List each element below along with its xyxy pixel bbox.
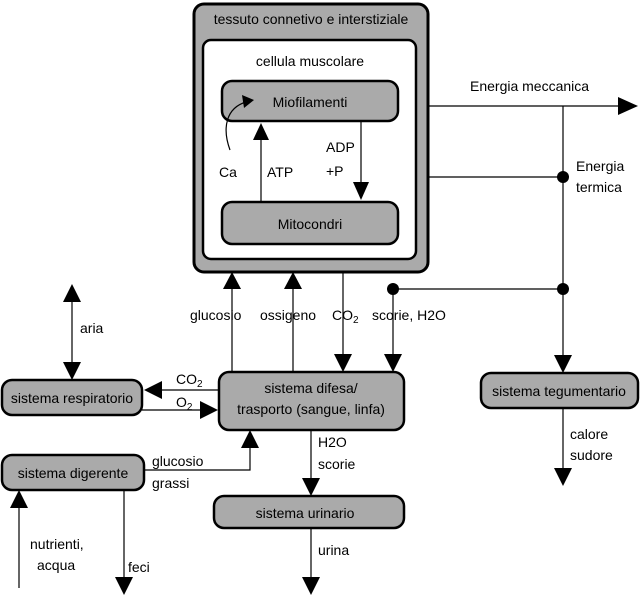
- to-integumentary-arrow: [554, 355, 572, 373]
- integumentary-box: [479, 371, 640, 410]
- tissue-label: tessuto connetivo e interstiziale: [214, 11, 409, 27]
- urinary-waste-label: scorie: [318, 456, 356, 472]
- mitochondria-box: [220, 200, 400, 246]
- thermal-junction-dot: [557, 171, 569, 183]
- cell-label: cellula muscolare: [256, 53, 364, 69]
- resp-co2-label: CO2: [176, 371, 203, 390]
- resp-co2-arrow: [144, 381, 219, 399]
- atp-label: ATP: [267, 164, 293, 180]
- calcium-label: Ca: [219, 164, 237, 180]
- sweat-label: sudore: [570, 447, 613, 463]
- nutrients-label-1: nutrienti,: [30, 536, 84, 552]
- dig-glucose-label: glucosio: [152, 453, 204, 469]
- myofilaments-label: Miofilamenti: [273, 94, 348, 110]
- phosphate-label: +P: [326, 163, 344, 179]
- heat-label: calore: [570, 426, 608, 442]
- urine-arrow: [302, 528, 320, 595]
- respiratory-label: sistema respiratorio: [11, 390, 133, 406]
- adp-arrow: [353, 121, 369, 200]
- waste-water-label: scorie, H2O: [372, 307, 446, 323]
- mitochondria-label: Mitocondri: [278, 216, 343, 232]
- digestive-box: [0, 453, 146, 492]
- glucose-label: glucosio: [190, 307, 242, 323]
- oxygen-arrow: [284, 272, 302, 372]
- resp-o2-arrow: [142, 401, 218, 419]
- waste-junction-dot-right: [557, 283, 569, 295]
- waste-water-arrow: [384, 289, 402, 372]
- digestive-label: sistema digerente: [18, 465, 129, 481]
- glucose-arrow: [223, 272, 241, 372]
- defense-transport-label-2: trasporto (sangue, linfa): [237, 401, 385, 417]
- urine-label: urina: [318, 542, 349, 558]
- co2-out-arrow: [334, 272, 352, 372]
- urinary-box: [212, 494, 406, 530]
- thermal-energy-label-2: termica: [576, 179, 622, 195]
- nutrient-transport-arrow: [144, 430, 259, 471]
- air-label: aria: [80, 320, 104, 336]
- co2-label: CO2: [332, 307, 359, 326]
- feces-arrow: [115, 490, 133, 595]
- urinary-label: sistema urinario: [256, 505, 355, 521]
- dig-fats-label: grassi: [152, 475, 189, 491]
- atp-arrow: [253, 123, 269, 202]
- integumentary-label: sistema tegumentario: [492, 383, 626, 399]
- adp-label: ADP: [326, 139, 355, 155]
- air-arrow: [63, 284, 81, 380]
- mechanical-energy-label: Energia meccanica: [470, 78, 589, 94]
- myofilaments-box: [220, 79, 400, 123]
- oxygen-label: ossigeno: [260, 307, 316, 323]
- heat-sweat-arrow: [554, 408, 572, 486]
- to-urinary-arrow: [302, 430, 320, 496]
- calcium-arrow: [225, 95, 254, 151]
- feces-label: feci: [128, 559, 150, 575]
- thermal-energy-label-1: Energia: [576, 158, 624, 174]
- resp-o2-label: O2: [176, 394, 193, 413]
- nutrients-label-2: acqua: [37, 557, 75, 573]
- nutrients-arrow: [10, 490, 28, 588]
- urinary-h2o-label: H2O: [318, 434, 347, 450]
- defense-transport-label-1: sistema difesa/: [264, 380, 357, 396]
- mechanical-energy-arrow: [428, 97, 638, 115]
